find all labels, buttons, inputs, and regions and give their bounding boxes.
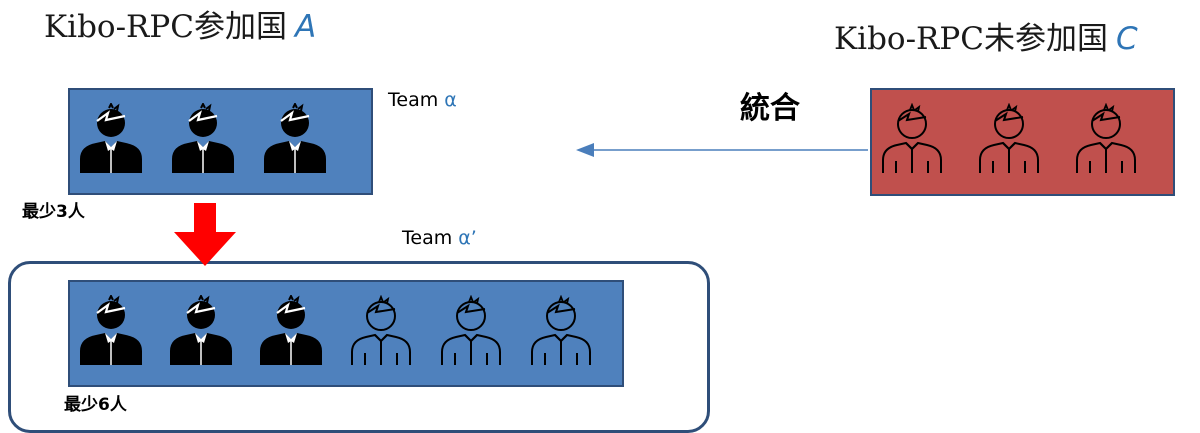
- country-c-variable: C: [1115, 21, 1138, 57]
- team-alpha-prime-label-text: Team: [402, 227, 453, 249]
- team-alpha-prime-box: [68, 280, 624, 387]
- person-solid-icon: [76, 103, 146, 173]
- team-alpha-prime-minimum: 最少6人: [64, 395, 127, 415]
- team-alpha-minimum: 最少3人: [22, 202, 85, 222]
- person-solid-icon: [76, 295, 146, 365]
- person-outline-icon: [1071, 103, 1141, 173]
- person-outline-icon: [877, 103, 947, 173]
- person-outline-icon: [346, 295, 416, 365]
- country-a-title-text: Kibo-RPC参加国: [44, 9, 287, 45]
- down-arrow: [174, 203, 236, 266]
- country-c-title-text: Kibo-RPC未参加国: [834, 21, 1108, 57]
- person-solid-icon: [168, 103, 238, 173]
- person-solid-icon: [166, 295, 236, 365]
- team-c-box: [870, 88, 1175, 196]
- team-alpha-prime-greek: α’: [458, 227, 477, 249]
- country-a-variable: A: [294, 9, 317, 45]
- person-solid-icon: [256, 295, 326, 365]
- merge-arrow: [576, 143, 868, 157]
- person-outline-icon: [974, 103, 1044, 173]
- person-solid-icon: [260, 103, 330, 173]
- team-alpha-greek: α: [444, 89, 457, 111]
- team-alpha-label-text: Team: [388, 89, 439, 111]
- person-outline-icon: [436, 295, 506, 365]
- person-outline-icon: [526, 295, 596, 365]
- merge-label: 統合: [740, 91, 800, 126]
